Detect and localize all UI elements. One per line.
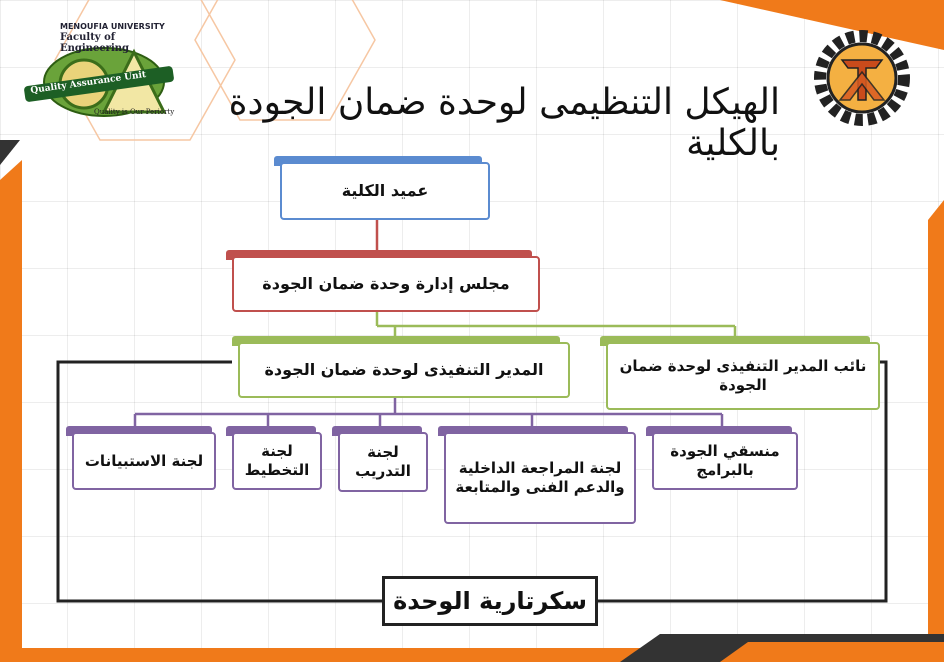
internal-review-label: لجنة المراجعة الداخلية والدعم الفنى والم… [455,459,625,496]
executive-director-box [238,342,570,398]
corner-triangle-top [720,0,944,50]
quality-assurance-logo: MENOUFIA UNIVERSITY Faculty of Engineeri… [24,22,184,122]
planning-box-tab [226,426,316,436]
deputy-director-label: نائب المدير التنفيذى لوحدة ضمان الجودة [619,357,867,394]
faculty-gear-logo [814,30,910,126]
right-accent-bar [928,200,944,662]
hexagon-decoration [54,0,376,141]
dean-label: عميد الكلية [341,181,429,200]
internal-review-box [444,432,636,524]
page-title: الهيكل التنظيمى لوحدة ضمان الجودة بالكلي… [228,82,780,164]
program-coordinators-label: منسقي الجودة بالبرامج [670,442,780,479]
surveys-box [72,432,216,490]
planning-label: لجنة التخطيط [244,442,310,479]
logo-university-text: MENOUFIA UNIVERSITY [60,22,165,31]
logo-faculty-text: Faculty of Engineering [60,32,130,54]
left-accent-bar [0,140,22,662]
deputy-director-box [606,342,880,410]
bottom-stripes [0,634,944,662]
executive-director-box-tab [232,336,560,346]
surveys-label: لجنة الاستبيانات [84,451,204,470]
logo-motto-text: Quality is Our Periorty [94,108,175,116]
training-box [338,432,428,492]
dean-box-tab [274,156,482,166]
board-box [232,256,540,312]
internal-review-box-tab [438,426,628,436]
planning-box [232,432,322,490]
training-label: لجنة التدريب [355,443,411,480]
dean-box [280,162,490,220]
board-label: مجلس إدارة وحدة ضمان الجودة [262,274,510,293]
program-coordinators-box-tab [646,426,792,436]
surveys-box-tab [66,426,212,436]
board-box-tab [226,250,532,260]
program-coordinators-box [652,432,798,490]
deputy-director-box-tab [600,336,870,346]
training-box-tab [332,426,422,436]
secretary-box: سكرتارية الوحدة [382,576,598,626]
executive-director-label: المدير التنفيذى لوحدة ضمان الجودة [264,360,544,379]
